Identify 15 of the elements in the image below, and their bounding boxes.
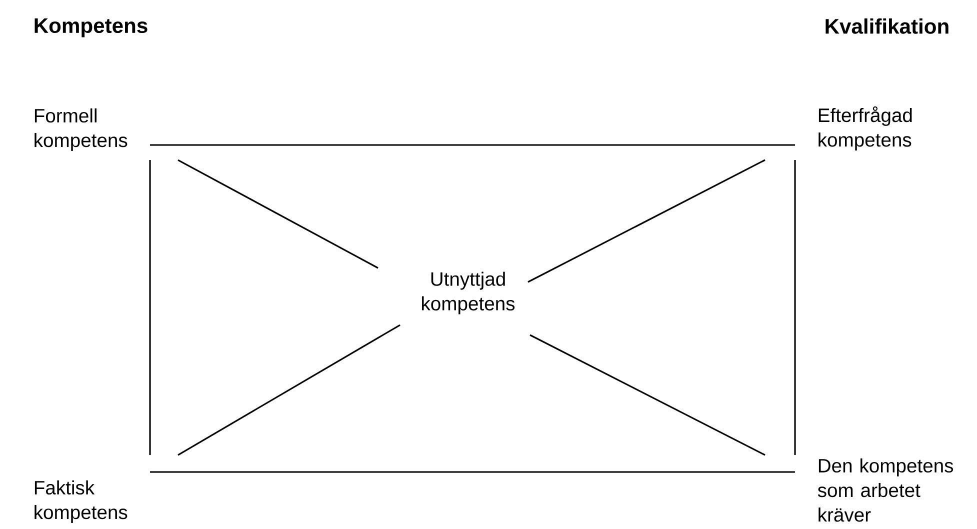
connector-line <box>178 324 400 456</box>
node-text: Efterfrågad kompetens <box>818 106 912 151</box>
connector-line <box>528 159 766 283</box>
heading: Kompetens <box>34 18 148 38</box>
connector-line <box>794 160 796 455</box>
connector-line <box>178 159 378 269</box>
node-text: Formell kompetens <box>34 108 128 151</box>
heading: Kvalifikation <box>826 18 948 34</box>
node-text: Den kompetens som arbetet kräver <box>818 458 954 522</box>
connector-line <box>530 334 766 456</box>
node-text: Utnyttjad kompetens <box>422 272 515 314</box>
connector-line <box>150 471 795 473</box>
connector-line <box>150 144 795 146</box>
node-text: Faktisk kompetens <box>34 480 128 523</box>
connector-line <box>149 160 151 455</box>
